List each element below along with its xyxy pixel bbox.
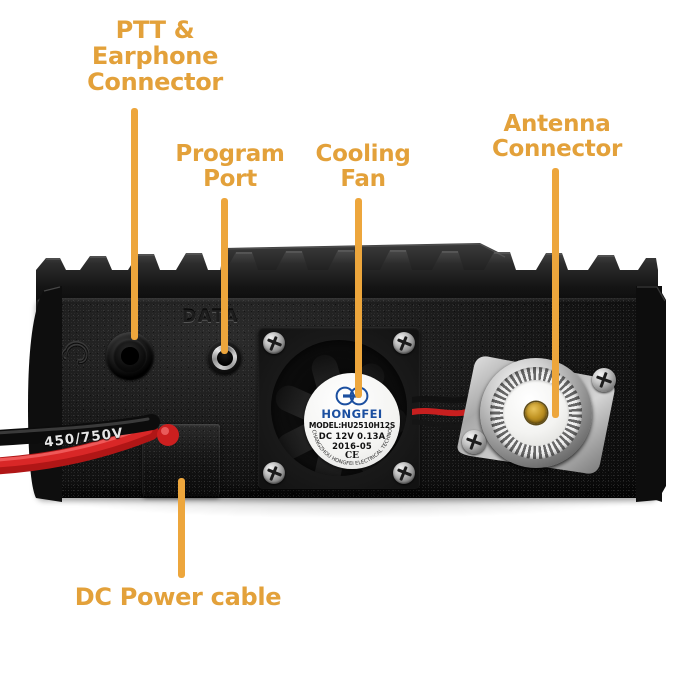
heat-sink-fins	[36, 243, 658, 310]
program-port-hole	[216, 349, 233, 366]
leader-line-antenna-connector	[552, 168, 559, 418]
fan-bore: CHANGZHOU HONGFEI ELECTRICAL TECHNOLOGY …	[271, 340, 407, 476]
antenna-connector[interactable]	[452, 352, 622, 474]
cooling-fan: CHANGZHOU HONGFEI ELECTRICAL TECHNOLOGY …	[258, 327, 420, 489]
ptt-earphone-connector[interactable]	[106, 332, 154, 380]
callout-label-dc-power-cable: DC Power cable	[74, 583, 282, 611]
fan-screw	[263, 332, 285, 354]
fan-screw	[263, 462, 285, 484]
ptt-jack-hole	[121, 347, 139, 365]
data-label-emboss: DATA	[182, 307, 240, 327]
leader-line-ptt-earphone	[131, 108, 138, 340]
antenna-flange-screw	[592, 368, 616, 392]
callout-label-antenna-connector: Antenna Connector	[491, 111, 623, 162]
right-chassis-ear	[636, 286, 666, 502]
hongfei-logo-icon	[335, 386, 369, 406]
callout-label-cooling-fan: Cooling Fan	[315, 141, 411, 192]
dc-power-cable	[0, 414, 179, 475]
fan-label: CHANGZHOU HONGFEI ELECTRICAL TECHNOLOGY …	[304, 373, 400, 469]
ce-mark: CE	[344, 451, 360, 461]
antenna-flange-screw	[462, 430, 486, 454]
antenna-center-pin	[525, 402, 547, 424]
fan-date-text: 2016-05	[332, 441, 372, 451]
fan-brand-text: HONGFEI	[321, 407, 383, 421]
leader-line-dc-power-cable	[178, 478, 185, 578]
fan-screw	[393, 332, 415, 354]
fan-rating-text: DC 12V 0.13A	[318, 431, 386, 441]
headset-icon	[61, 340, 90, 365]
fan-model-text: MODEL:HU2510H12S	[308, 421, 396, 430]
callout-label-program-port: Program Port	[175, 141, 285, 192]
leader-line-cooling-fan	[355, 198, 362, 398]
antenna-connector-body	[480, 358, 592, 468]
leader-line-program-port	[221, 198, 228, 354]
callout-label-ptt-earphone: PTT & Earphone Connector	[87, 16, 223, 96]
fan-screw	[393, 462, 415, 484]
left-chassis-ear	[28, 286, 62, 502]
